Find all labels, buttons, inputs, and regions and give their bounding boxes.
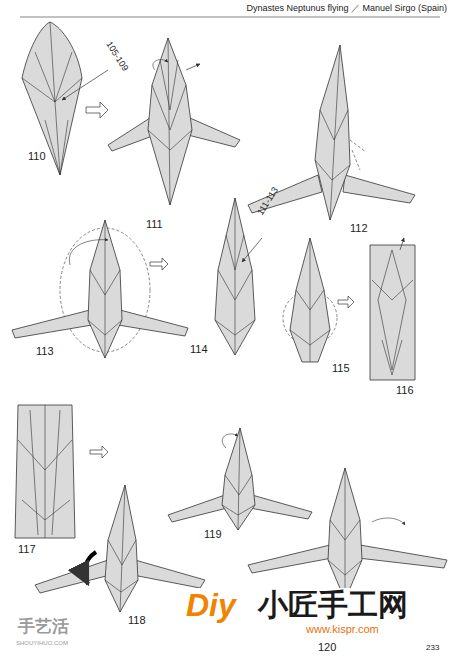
page-number: 233 [426,644,439,653]
watermark-url: www.kispr.com [306,623,379,635]
step-number: 120 [318,641,336,653]
watermark: 手艺活 [18,618,69,637]
step-number: 110 [28,150,46,162]
step-number: 113 [36,345,54,357]
step-number: 115 [332,362,350,374]
step-number: 116 [396,384,414,396]
step-number: 118 [128,614,146,626]
step-number: 117 [18,543,36,555]
watermark: SHOUYIHUO.COM [16,640,68,647]
step-number: 111 [146,218,163,230]
step-number: 114 [190,343,208,355]
watermark-logo: Diy [186,588,236,623]
step-reference: 105-109 [104,40,130,73]
step-number: 119 [204,528,222,540]
running-header: Dynastes Neptunus flying ／ Manuel Sirgo … [246,4,447,14]
watermark: 小匠手工网 [258,588,408,621]
step-number: 112 [350,222,368,234]
